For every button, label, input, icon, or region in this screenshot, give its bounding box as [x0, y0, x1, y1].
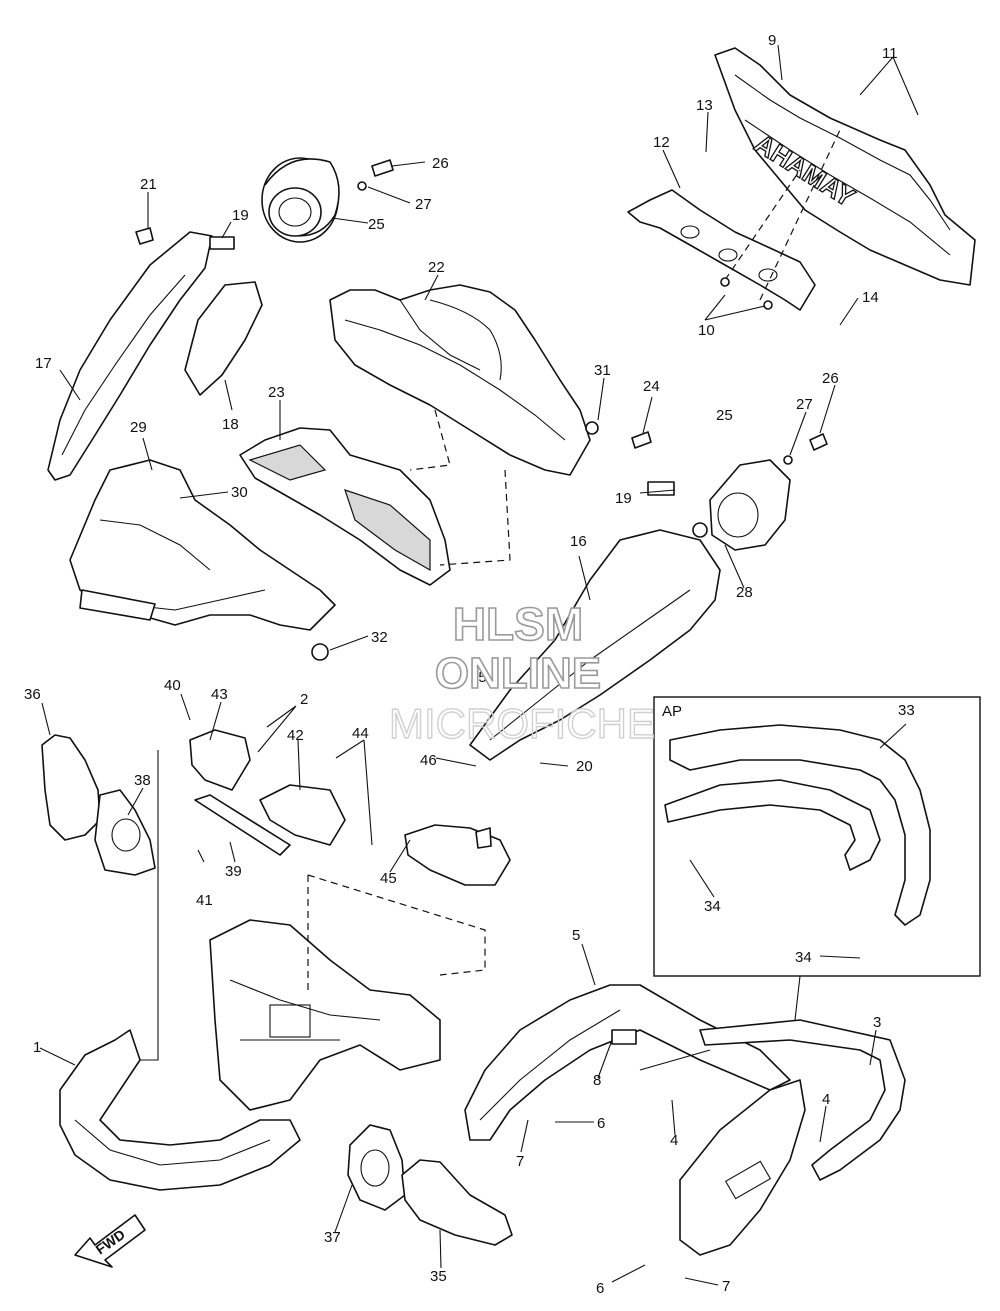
- callout-41: 41: [196, 892, 213, 909]
- part-25-cup-right: [709, 459, 791, 551]
- callout-36: 36: [24, 686, 41, 703]
- part-16-side-panel: [469, 529, 721, 761]
- callout-27a: 27: [415, 196, 432, 213]
- callout-11: 11: [882, 45, 898, 62]
- callout-26b: 26: [822, 370, 839, 387]
- leader-lines: [39, 44, 919, 1286]
- callout-13: 13: [696, 97, 713, 114]
- callout-16: 16: [570, 533, 587, 550]
- callout-18: 18: [222, 416, 239, 433]
- callout-20: 20: [576, 758, 593, 775]
- callout-25b: 25: [716, 407, 733, 424]
- callout-22: 22: [428, 259, 445, 276]
- callouts: 1 2 3 4 4 5 6 6 7 7 8 9 10 11 12 13 14 1…: [24, 32, 915, 1297]
- callout-21: 21: [140, 176, 157, 193]
- callout-37: 37: [324, 1229, 341, 1246]
- inset-label: AP: [662, 703, 682, 720]
- part-43-bracket: [189, 729, 251, 791]
- callout-17: 17: [35, 355, 52, 372]
- part-18-panel: [184, 281, 263, 396]
- callout-4a: 4: [822, 1091, 830, 1108]
- part-1-front-cowl: [59, 1029, 301, 1191]
- part-25-cup-top: [261, 157, 340, 243]
- callout-39: 39: [225, 863, 242, 880]
- part-42-bracket: [259, 784, 346, 846]
- callout-19b: 19: [615, 490, 632, 507]
- callout-6b: 6: [596, 1280, 604, 1297]
- callout-2: 2: [300, 691, 308, 708]
- watermark-line-2: ONLINE: [435, 649, 601, 698]
- callout-1: 1: [33, 1039, 41, 1056]
- callout-42: 42: [287, 727, 304, 744]
- callout-43: 43: [211, 686, 228, 703]
- watermark: HLSM ONLINE MICROFICHE: [388, 597, 655, 748]
- callout-32: 32: [371, 629, 388, 646]
- callout-45: 45: [380, 870, 397, 887]
- part-23-mesh-panel: [239, 427, 451, 586]
- part-37-cover: [347, 1124, 406, 1211]
- frame-assembly: [209, 919, 441, 1111]
- part-12-bracket: [627, 189, 816, 311]
- callout-4b: 4: [670, 1132, 678, 1149]
- part-29-duct: [69, 459, 336, 631]
- part-5-lower-cowl: [464, 984, 791, 1141]
- part-38-cover: [94, 789, 156, 876]
- callout-7b: 7: [722, 1278, 730, 1295]
- part-5-right-panel: [679, 1079, 806, 1256]
- callout-44: 44: [352, 725, 369, 742]
- callout-30: 30: [231, 484, 248, 501]
- callout-24: 24: [643, 378, 660, 395]
- part-39-rod: [194, 794, 291, 856]
- callout-27b: 27: [796, 396, 813, 413]
- callout-46: 46: [420, 752, 437, 769]
- callout-10: 10: [698, 322, 715, 339]
- callout-15: 15: [470, 669, 487, 686]
- part-19-pad-a: [209, 236, 235, 250]
- callout-25a: 25: [368, 216, 385, 233]
- watermark-line-1: HLSM: [453, 598, 583, 650]
- watermark-line-3: MICROFICHE: [389, 700, 655, 747]
- inset-box: [653, 696, 981, 977]
- part-19-pad-b: [647, 481, 675, 496]
- callout-34b: 34: [795, 949, 812, 966]
- callout-5: 5: [572, 927, 580, 944]
- part-33-guard-bar: [664, 724, 931, 926]
- callout-6a: 6: [597, 1115, 605, 1132]
- part-3-pipe: [699, 1019, 906, 1181]
- part-22-inner-panel: [329, 284, 591, 476]
- callout-28: 28: [736, 584, 753, 601]
- callout-14: 14: [862, 289, 879, 306]
- callout-12: 12: [653, 134, 670, 151]
- callout-9: 9: [768, 32, 776, 49]
- callout-38: 38: [134, 772, 151, 789]
- part-17-side-cover: [47, 231, 213, 481]
- callout-29: 29: [130, 419, 147, 436]
- callout-40: 40: [164, 677, 181, 694]
- callout-8: 8: [593, 1072, 601, 1089]
- callout-33: 33: [898, 702, 915, 719]
- callout-35: 35: [430, 1268, 447, 1285]
- part-35-boot: [401, 1159, 513, 1246]
- callout-23: 23: [268, 384, 285, 401]
- part-36-cover: [41, 734, 101, 841]
- callout-3: 3: [873, 1014, 881, 1031]
- part-45-cover: [404, 824, 511, 886]
- callout-31: 31: [594, 362, 611, 379]
- callout-7a: 7: [516, 1153, 524, 1170]
- fwd-arrow: FWD: [74, 1214, 146, 1268]
- callout-19a: 19: [232, 207, 249, 224]
- callout-34a: 34: [704, 898, 721, 915]
- callout-26a: 26: [432, 155, 449, 172]
